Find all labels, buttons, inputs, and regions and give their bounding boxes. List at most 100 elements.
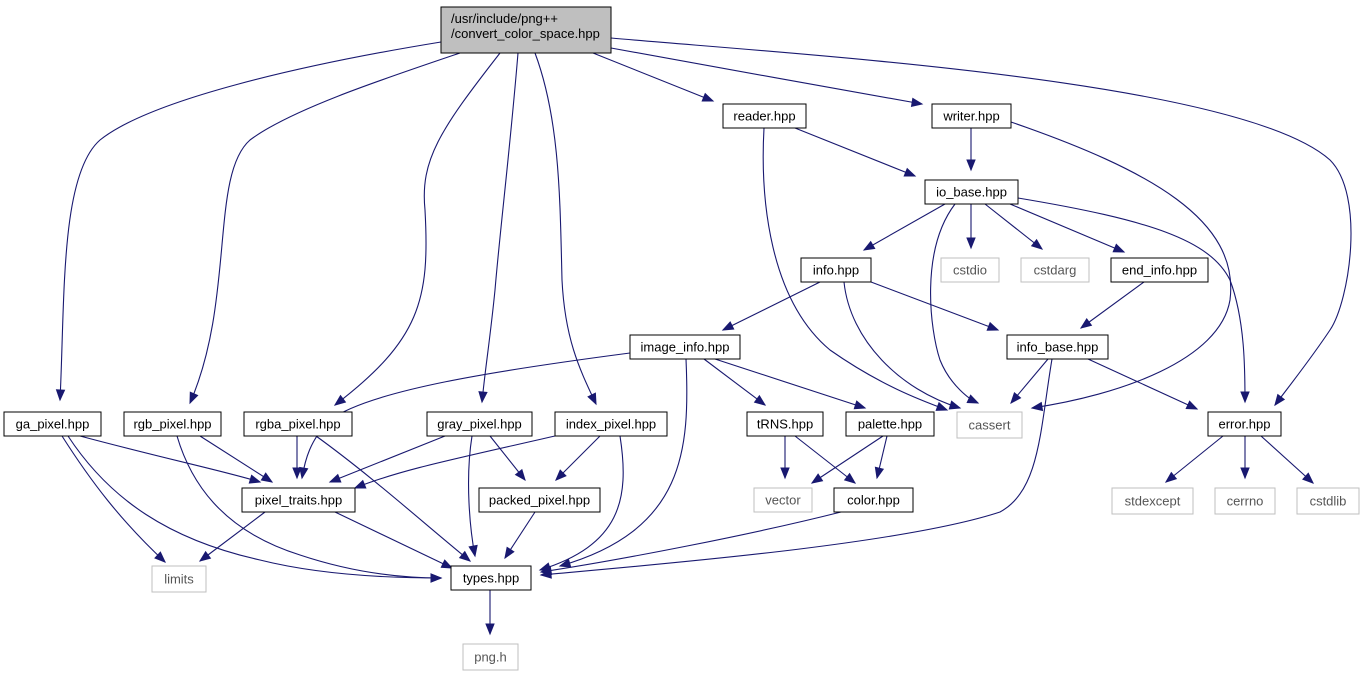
arrow-head	[1302, 472, 1314, 484]
edge-line	[1260, 435, 1314, 484]
node-box	[800, 257, 872, 283]
edge-error-to-cstdlib	[1260, 435, 1314, 484]
node-png-h[interactable]: png.h	[462, 643, 519, 671]
arrow-head	[966, 237, 976, 250]
edge-image_info-to-pixel_traits	[299, 352, 631, 480]
edge-root-to-writer	[610, 47, 924, 107]
node-label: cerrno	[1227, 494, 1264, 509]
arrow-head	[468, 544, 478, 558]
node-writer[interactable]: writer.hpp	[931, 103, 1012, 129]
edge-line	[703, 358, 766, 406]
edge-line	[870, 281, 999, 331]
edge-io_base-to-cassert	[930, 203, 980, 404]
node-box	[478, 487, 601, 513]
edge-line	[762, 127, 948, 411]
arrow-head	[903, 167, 917, 177]
node-box	[845, 411, 935, 437]
node-cstdlib[interactable]: cstdlib	[1296, 487, 1360, 515]
node-ga-pixel[interactable]: ga_pixel.hpp	[3, 411, 102, 437]
node-gray-pixel[interactable]: gray_pixel.hpp	[426, 411, 533, 437]
edge-trns-to-color	[794, 435, 857, 484]
arrow-head	[587, 392, 597, 406]
edge-line	[930, 203, 979, 404]
arrow-head	[353, 479, 367, 489]
node-box	[462, 643, 519, 671]
node-cerrno[interactable]: cerrno	[1214, 487, 1276, 515]
edge-line	[1087, 358, 1198, 410]
edge-image_info-to-palette	[714, 358, 867, 410]
arrow-head	[538, 562, 552, 572]
edge-line	[59, 41, 442, 401]
edge-line	[329, 435, 446, 483]
node-box	[1006, 334, 1109, 360]
node-reader[interactable]: reader.hpp	[722, 103, 807, 129]
node-trns[interactable]: tRNS.hpp	[746, 411, 824, 437]
node-label: info_base.hpp	[1017, 340, 1099, 355]
node-io-base[interactable]: io_base.hpp	[924, 179, 1019, 205]
edge-line	[540, 511, 842, 573]
arrow-head	[514, 468, 526, 482]
edge-root-to-gray_pixel	[478, 52, 519, 404]
node-root[interactable]: /usr/include/png++/convert_color_space.h…	[440, 6, 612, 54]
edge-line	[722, 281, 821, 331]
edge-pixel_traits-to-types	[334, 511, 454, 569]
node-end-info[interactable]: end_info.hpp	[1110, 257, 1209, 283]
nodes-layer: /usr/include/png++/convert_color_space.h…	[3, 6, 1360, 671]
edge-line	[67, 435, 442, 579]
edge-reader-to-cassert	[762, 127, 949, 411]
edge-line	[1017, 197, 1246, 403]
edge-line	[79, 435, 261, 483]
node-label: rgba_pixel.hpp	[255, 417, 340, 432]
edge-rgb_pixel-to-pixel_traits	[199, 435, 274, 483]
edge-line	[984, 203, 1043, 250]
node-box	[1207, 411, 1282, 437]
node-info[interactable]: info.hpp	[800, 257, 872, 283]
edge-palette-to-color	[874, 435, 888, 480]
node-label: pixel_traits.hpp	[255, 493, 342, 508]
node-rgb-pixel[interactable]: rgb_pixel.hpp	[123, 411, 222, 437]
node-index-pixel[interactable]: index_pixel.hpp	[554, 411, 668, 437]
node-label: types.hpp	[463, 571, 519, 586]
edge-line	[1165, 435, 1224, 483]
edge-index_pixel-to-packed_pixel	[555, 435, 601, 481]
node-palette[interactable]: palette.hpp	[845, 411, 935, 437]
edge-line	[334, 511, 453, 569]
arrow-head	[1010, 391, 1022, 405]
edge-line	[559, 358, 688, 567]
arrow-head	[1185, 400, 1199, 410]
node-color[interactable]: color.hpp	[833, 487, 914, 513]
node-cstdio[interactable]: cstdio	[940, 257, 1000, 283]
edge-io_base-to-error	[1017, 197, 1250, 404]
node-stdexcept[interactable]: stdexcept	[1111, 487, 1194, 515]
node-box	[241, 487, 356, 513]
arrow-head	[299, 466, 309, 480]
node-error[interactable]: error.hpp	[1207, 411, 1282, 437]
node-pixel-traits[interactable]: pixel_traits.hpp	[241, 487, 356, 513]
node-box	[940, 257, 1000, 283]
edge-line	[843, 281, 961, 409]
node-image-info[interactable]: image_info.hpp	[629, 334, 741, 360]
node-label: info.hpp	[813, 263, 859, 278]
node-box	[753, 487, 813, 513]
node-cstdarg[interactable]: cstdarg	[1020, 257, 1090, 283]
node-packed-pixel[interactable]: packed_pixel.hpp	[478, 487, 601, 513]
node-box	[151, 565, 207, 593]
arrow-head	[853, 400, 867, 410]
node-info-base[interactable]: info_base.hpp	[1006, 334, 1109, 360]
node-label: cstdlib	[1310, 494, 1347, 509]
node-box	[1110, 257, 1209, 283]
edge-line	[794, 127, 916, 177]
node-rgba-pixel[interactable]: rgba_pixel.hpp	[243, 411, 353, 437]
edge-io_base-to-info	[862, 203, 946, 251]
node-vector[interactable]: vector	[753, 487, 813, 513]
edge-gray_pixel-to-pixel_traits	[328, 435, 446, 483]
edge-root-to-ga_pixel	[55, 41, 442, 402]
node-label: io_base.hpp	[936, 185, 1007, 200]
arrow-head	[260, 472, 274, 483]
node-limits[interactable]: limits	[151, 565, 207, 593]
node-types[interactable]: types.hpp	[450, 565, 532, 591]
arrow-head	[478, 391, 488, 404]
node-box	[722, 103, 807, 129]
edges-layer	[55, 37, 1352, 636]
node-cassert[interactable]: cassert	[956, 411, 1023, 439]
